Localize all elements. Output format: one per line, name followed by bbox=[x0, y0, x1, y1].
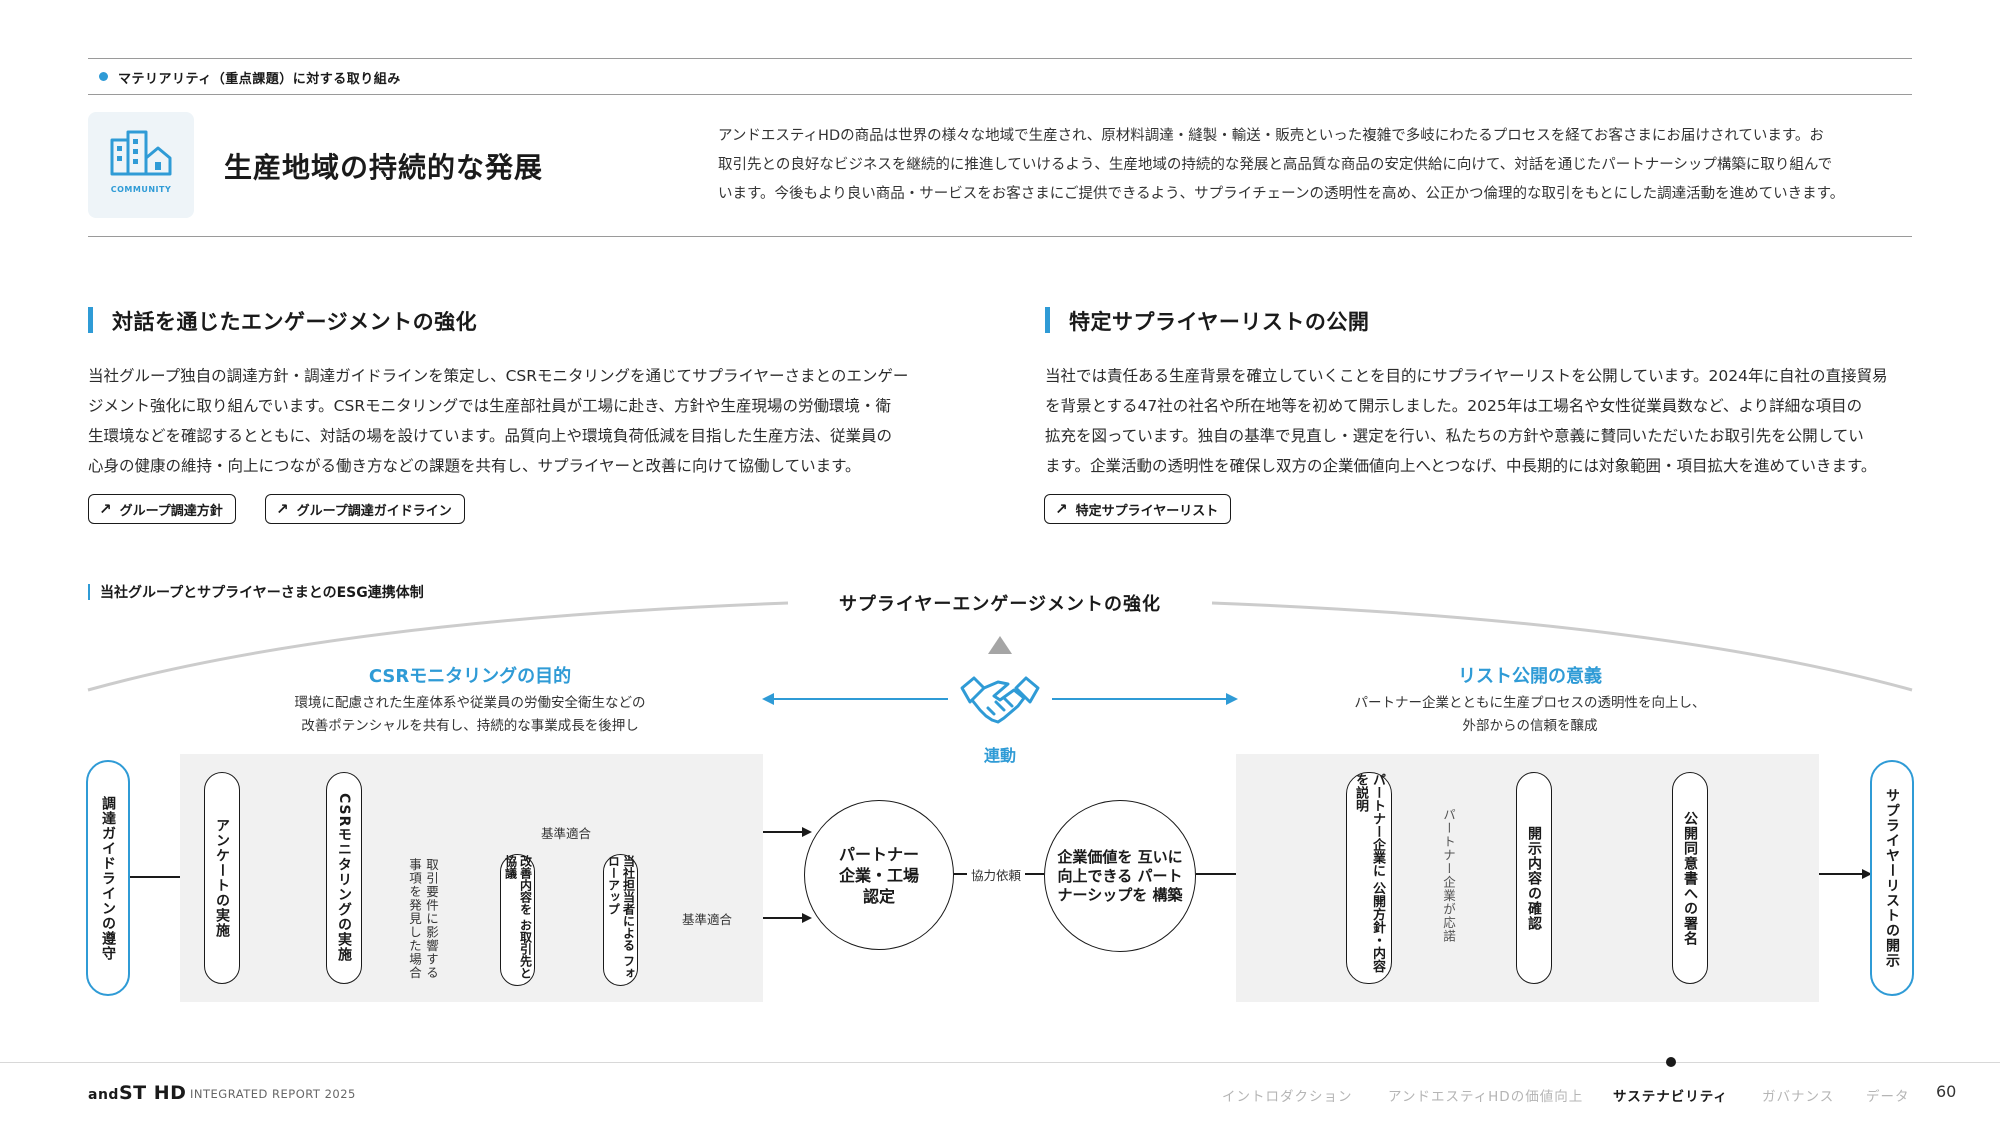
node-label: 当社担当者による フォローアップ bbox=[606, 855, 636, 980]
community-icon: COMMUNITY bbox=[88, 112, 194, 218]
node-label: 調達ガイドラインの遵守 bbox=[100, 795, 116, 961]
left-process-panel bbox=[180, 754, 763, 1002]
node-guideline: 調達ガイドラインの遵守 bbox=[86, 760, 130, 996]
intro-line: 取引先との良好なビジネスを継続的に推進していけるよう、生産地域の持続的な発展と高… bbox=[718, 157, 1833, 173]
edge-label-std-ok: 基準適合 bbox=[537, 823, 596, 842]
body-line: 拡充を図っています。独自の基準で見直し・選定を行い、私たちの方針や意義に賛同いた… bbox=[1045, 427, 1864, 445]
triangle-up-icon bbox=[988, 636, 1012, 654]
arrow-up-right-icon: ↗ bbox=[276, 500, 289, 518]
intro-line: アンドエスティHDの商品は世界の様々な地域で生産され、原材料調達・縫製・輸送・販… bbox=[718, 128, 1824, 144]
materiality-label: マテリアリティ（重点課題）に対する取り組み bbox=[118, 72, 401, 87]
node-label: サプライヤーリストの開示 bbox=[1884, 788, 1900, 968]
engagement-body: 当社グループ独自の調達方針・調達ガイドラインを策定し、CSRモニタリングを通じて… bbox=[88, 361, 908, 481]
left-arc bbox=[87, 601, 789, 692]
node-improve: 改善内容を お取引先と協議 bbox=[500, 854, 535, 986]
edge-label-partner-accept: パートナー企業が応諾 bbox=[1441, 808, 1456, 943]
supplier-list-section-title: 特定サプライヤーリストの公開 bbox=[1069, 310, 1370, 334]
nav-data[interactable]: データ bbox=[1866, 1089, 1910, 1105]
supplier-list-body: 当社では責任ある生産背景を確立していくことを目的にサプライヤーリストを公開してい… bbox=[1045, 361, 1888, 481]
list-significance-desc: パートナー企業とともに生産プロセスの透明性を向上し、 外部からの信頼を醸成 bbox=[1280, 692, 1780, 738]
node-label: パートナー 企業・工場 認定 bbox=[838, 844, 919, 906]
desc-line: 外部からの信頼を醸成 bbox=[1462, 718, 1598, 734]
list-significance-heading: リスト公開の意義 bbox=[1458, 666, 1602, 687]
desc-line: 改善ポテンシャルを共有し、持続的な事業成長を後押し bbox=[301, 718, 639, 734]
node-disclose: サプライヤーリストの開示 bbox=[1870, 760, 1914, 996]
arrow-up-right-icon: ↗ bbox=[1055, 500, 1068, 518]
intro-line: います。今後もより良い商品・サービスをお客さまにご提供できるよう、サプライチェー… bbox=[718, 186, 1845, 202]
page-number: 60 bbox=[1936, 1082, 1957, 1101]
icon-caption: COMMUNITY bbox=[110, 185, 172, 194]
body-line: ます。企業活動の透明性を確保し双方の企業価値向上へとつなげ、中長期的には対象範囲… bbox=[1045, 457, 1877, 475]
nav-value[interactable]: アンドエスティHDの価値向上 bbox=[1388, 1089, 1584, 1105]
supplier-list-link[interactable]: ↗ 特定サプライヤーリスト bbox=[1044, 494, 1232, 524]
active-nav-indicator bbox=[1666, 1057, 1676, 1067]
company-logo: andST HD bbox=[88, 1082, 186, 1104]
handshake-icon bbox=[960, 676, 1040, 724]
header-bottom-rule bbox=[88, 236, 1912, 237]
link-label: 特定サプライヤーリスト bbox=[1075, 503, 1219, 519]
body-line: 当社グループ独自の調達方針・調達ガイドラインを策定し、CSRモニタリングを通じて… bbox=[88, 367, 909, 385]
section-accent-bar bbox=[88, 307, 93, 333]
node-label: パートナー企業に 公開方針・内容を説明 bbox=[1353, 773, 1385, 973]
footer-rule bbox=[0, 1062, 2000, 1063]
node-explain: パートナー企業に 公開方針・内容を説明 bbox=[1346, 772, 1392, 984]
desc-line: 環境に配慮された生産体系や従業員の労働安全衛生などの bbox=[294, 695, 646, 711]
body-line: 生環境などを確認するとともに、対話の場を設けています。品質向上や環境負荷低減を目… bbox=[88, 427, 892, 445]
link-label: グループ調達ガイドライン bbox=[296, 503, 452, 519]
csr-purpose-desc: 環境に配慮された生産体系や従業員の労働安全衛生などの 改善ポテンシャルを共有し、… bbox=[220, 692, 720, 738]
body-line: を背景とする47社の社名や所在地等を初めて開示しました。2025年は工場名や女性… bbox=[1045, 397, 1863, 415]
arrow-up-right-icon: ↗ bbox=[99, 500, 112, 518]
procurement-policy-link[interactable]: ↗ グループ調達方針 bbox=[88, 494, 236, 524]
diagram-center-title: サプライヤーエンゲージメントの強化 bbox=[838, 594, 1162, 615]
body-line: 当社では責任ある生産背景を確立していくことを目的にサプライヤーリストを公開してい… bbox=[1045, 367, 1888, 385]
edge-label-coop-request: 協力依頼 bbox=[967, 865, 1026, 884]
csr-purpose-heading: CSRモニタリングの目的 bbox=[368, 666, 572, 687]
node-sign: 公開同意書への署名 bbox=[1672, 772, 1708, 984]
diagram-label: 当社グループとサプライヤーさまとのESG連携体制 bbox=[100, 585, 424, 601]
nav-introduction[interactable]: イントロダクション bbox=[1222, 1089, 1353, 1105]
buildings-icon bbox=[110, 130, 172, 176]
body-line: 心身の健康の維持・向上につながる働き方などの課題を共有し、サプライヤーと改善に向… bbox=[88, 457, 861, 475]
node-label: 公開同意書への署名 bbox=[1682, 810, 1698, 946]
node-follow: 当社担当者による フォローアップ bbox=[603, 854, 638, 986]
node-label: 企業価値を 互いに向上できる パートナーシップを 構築 bbox=[1057, 847, 1183, 904]
link-label: 連動 bbox=[983, 746, 1016, 765]
bullet-dot bbox=[99, 72, 108, 81]
diagram-label-bar bbox=[88, 584, 90, 600]
report-name: INTEGRATED REPORT 2025 bbox=[190, 1087, 356, 1101]
desc-line: パートナー企業とともに生産プロセスの透明性を向上し、 bbox=[1354, 695, 1706, 711]
header-rule bbox=[88, 94, 1912, 95]
logo-pre: and bbox=[88, 1087, 119, 1103]
node-survey: アンケートの実施 bbox=[204, 772, 240, 984]
node-label: アンケートの実施 bbox=[214, 818, 230, 938]
intro-text: アンドエスティHDの商品は世界の様々な地域で生産され、原材料調達・縫製・輸送・販… bbox=[718, 122, 1898, 209]
link-label: グループ調達方針 bbox=[119, 503, 223, 519]
top-rule bbox=[88, 58, 1912, 59]
section-accent-bar bbox=[1045, 307, 1050, 333]
nav-governance[interactable]: ガバナンス bbox=[1762, 1089, 1835, 1105]
node-label: 改善内容を お取引先と協議 bbox=[503, 855, 533, 980]
node-label: CSRモニタリングの実施 bbox=[336, 793, 352, 963]
body-line: ジメント強化に取り組んでいます。CSRモニタリングでは生産部社員が工場に赴き、方… bbox=[88, 397, 892, 415]
edge-label-issue-found: 取引要件に影響する 事項を発見した場合 bbox=[407, 858, 439, 980]
engagement-section-title: 対話を通じたエンゲージメントの強化 bbox=[112, 310, 478, 334]
procurement-guideline-link[interactable]: ↗ グループ調達ガイドライン bbox=[265, 494, 465, 524]
node-label: 開示内容の確認 bbox=[1526, 825, 1542, 931]
edge-label-std-ok: 基準適合 bbox=[678, 909, 737, 928]
page-title: 生産地域の持続的な発展 bbox=[224, 151, 544, 184]
node-value: 企業価値を 互いに向上できる パートナーシップを 構築 bbox=[1044, 800, 1196, 952]
node-partner-cert: パートナー 企業・工場 認定 bbox=[804, 800, 954, 950]
node-confirm: 開示内容の確認 bbox=[1516, 772, 1552, 984]
node-csr-monitoring: CSRモニタリングの実施 bbox=[326, 772, 362, 984]
nav-sustainability[interactable]: サステナビリティ bbox=[1613, 1089, 1728, 1105]
logo-main: ST HD bbox=[118, 1082, 187, 1104]
right-arc bbox=[1211, 601, 1913, 692]
